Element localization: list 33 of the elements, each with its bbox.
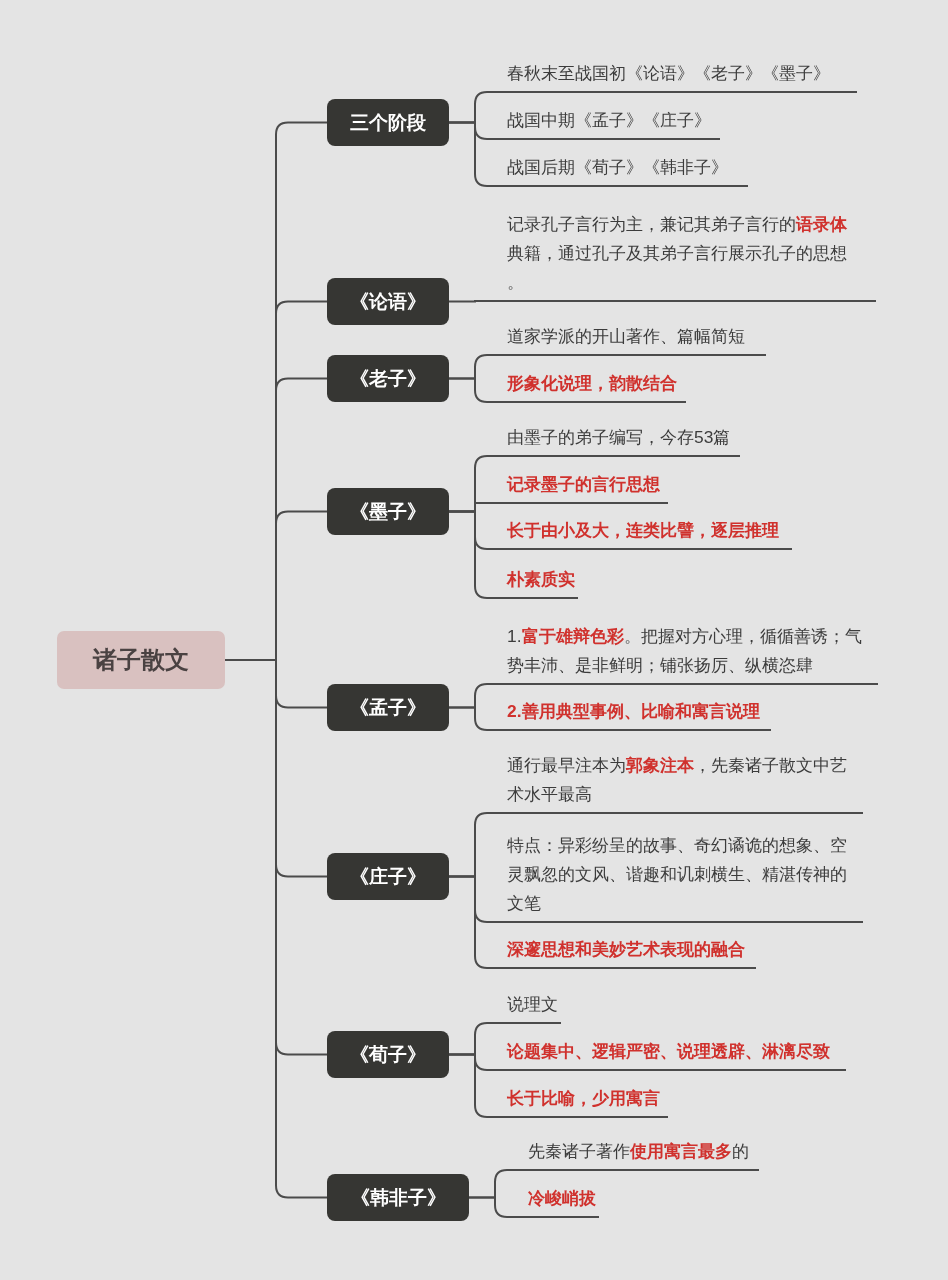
topic-box: 《韩非子》 bbox=[327, 1174, 469, 1221]
topic-box: 《论语》 bbox=[327, 278, 449, 325]
subtopic: 1.富于雄辩色彩。把握对方心理，循循善诱；气势丰沛、是非鲜明；铺张扬厉、纵横恣肆 bbox=[487, 622, 878, 685]
subtopic: 战国后期《荀子》《韩非子》 bbox=[487, 153, 748, 187]
topic-box: 三个阶段 bbox=[327, 99, 449, 146]
subtopic: 先秦诸子著作使用寓言最多的 bbox=[508, 1137, 759, 1171]
subtopic: 长于比喻，少用寓言 bbox=[487, 1084, 668, 1118]
subtopic: 通行最早注本为郭象注本，先秦诸子散文中艺术水平最高 bbox=[487, 751, 863, 814]
connector-line bbox=[448, 300, 488, 303]
subtopic: 冷峻峭拔 bbox=[508, 1184, 599, 1218]
topic-box: 《孟子》 bbox=[327, 684, 449, 731]
topic-box: 《庄子》 bbox=[327, 853, 449, 900]
connector-line bbox=[448, 706, 488, 731]
subtopic: 春秋末至战国初《论语》《老子》《墨子》 bbox=[487, 59, 857, 93]
topic-box: 《荀子》 bbox=[327, 1031, 449, 1078]
subtopic: 战国中期《孟子》《庄子》 bbox=[487, 106, 720, 140]
subtopic: 长于由小及大，连类比譬，逐层推理 bbox=[487, 516, 792, 550]
topic-box: 《老子》 bbox=[327, 355, 449, 402]
topic-box: 《墨子》 bbox=[327, 488, 449, 535]
central-topic: 诸子散文 bbox=[57, 631, 225, 689]
subtopic: 记录墨子的言行思想 bbox=[487, 470, 668, 504]
subtopic: 说理文 bbox=[487, 990, 561, 1024]
subtopic: 记录孔子言行为主，兼记其弟子言行的语录体典籍，通过孔子及其弟子言行展示孔子的思想。 bbox=[487, 210, 876, 302]
subtopic: 形象化说理，韵散结合 bbox=[487, 369, 686, 403]
connector-line bbox=[448, 377, 488, 403]
subtopic: 特点：异彩纷呈的故事、奇幻谲诡的想象、空灵飘忽的文风、谐趣和讥刺横生、精湛传神的文笔 bbox=[487, 831, 863, 923]
subtopic: 论题集中、逻辑严密、说理透辟、淋漓尽致 bbox=[487, 1037, 846, 1071]
subtopic: 2.善用典型事例、比喻和寓言说理 bbox=[487, 697, 771, 731]
subtopic: 道家学派的开山著作、篇幅简短 bbox=[487, 322, 766, 356]
subtopic: 由墨子的弟子编写，今存53篇 bbox=[487, 423, 740, 457]
subtopic: 朴素质实 bbox=[487, 565, 578, 599]
subtopic: 深邃思想和美妙艺术表现的融合 bbox=[487, 935, 756, 969]
connector-line bbox=[468, 1196, 509, 1218]
